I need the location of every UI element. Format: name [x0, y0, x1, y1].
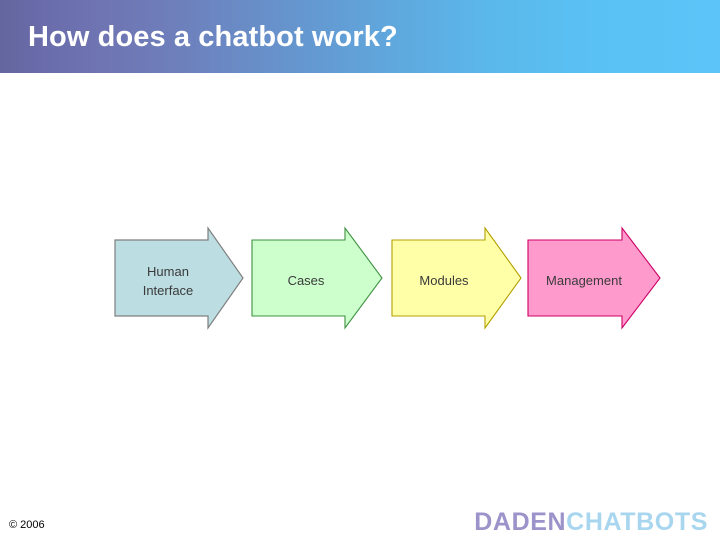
- flow-step-label-modules: Modules: [419, 273, 469, 288]
- brand-logo: DADENCHATBOTS: [474, 509, 708, 535]
- flow-step-label-management: Management: [546, 273, 622, 288]
- arrow-shape-modules[interactable]: [391, 226, 522, 330]
- flow-step-management[interactable]: Management: [527, 226, 661, 330]
- flow-step-human-interface[interactable]: Human Interface: [114, 226, 244, 330]
- brand-logo-daden: DADEN: [474, 508, 567, 536]
- arrow-shape-cases[interactable]: [251, 226, 383, 330]
- flow-step-label-line1: Human: [147, 264, 189, 279]
- flow-step-cases[interactable]: Cases: [251, 226, 383, 330]
- flow-step-label-cases: Cases: [288, 273, 325, 288]
- arrow-shape-human-interface[interactable]: [114, 226, 244, 330]
- copyright-notice: © 2006: [9, 519, 45, 531]
- page-title: How does a chatbot work?: [28, 21, 398, 53]
- slide-header-band: [0, 0, 720, 73]
- flow-step-modules[interactable]: Modules: [391, 226, 522, 330]
- arrow-shape-management[interactable]: [527, 226, 661, 330]
- flow-step-label-line2: Interface: [143, 283, 194, 298]
- brand-logo-chatbots: CHATBOTS: [566, 508, 708, 536]
